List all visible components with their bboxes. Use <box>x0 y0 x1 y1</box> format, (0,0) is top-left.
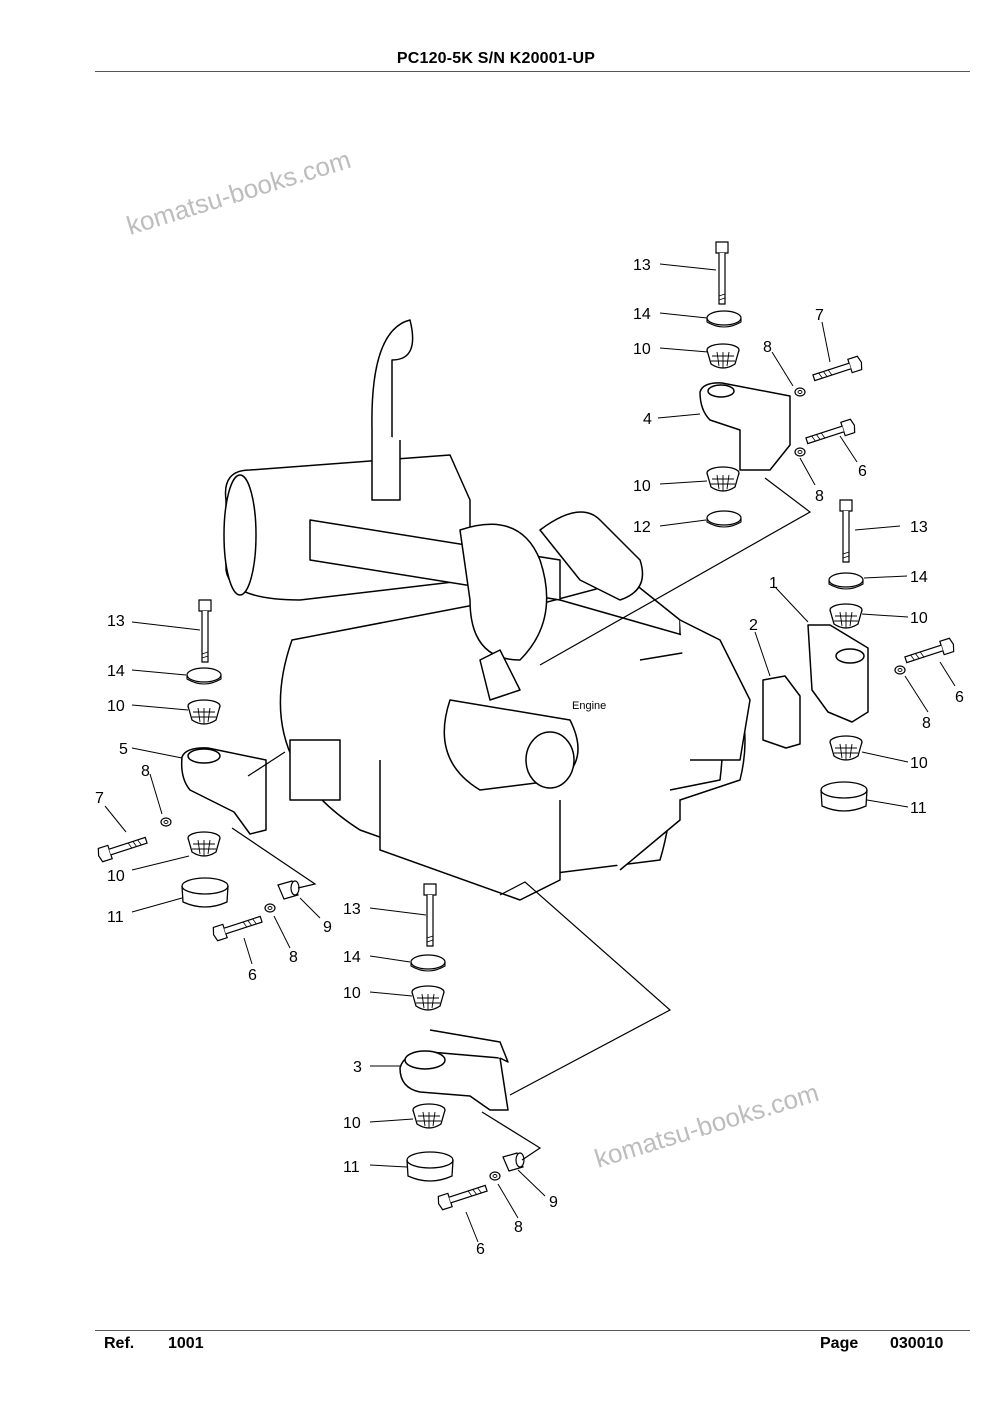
collar-9-icon <box>277 880 300 900</box>
engine-drawing <box>223 319 751 901</box>
callout-label: 8 <box>514 1219 523 1236</box>
callout-label: 1 <box>769 575 778 592</box>
page-title: PC120-5K S/N K20001-UP <box>396 50 596 67</box>
callout-label: 6 <box>248 967 257 984</box>
washer-14-icon <box>186 667 222 685</box>
page-label: Page <box>820 1335 859 1352</box>
washer-8-icon <box>794 387 806 397</box>
callout-label: 13 <box>633 257 651 274</box>
callout-label: 8 <box>922 715 931 732</box>
washer-8-icon <box>894 665 906 675</box>
watermark: komatsu-books.com <box>123 144 354 241</box>
callout-label: 10 <box>343 1115 361 1132</box>
bolt-13-icon <box>839 499 853 563</box>
callout-label: 9 <box>549 1194 558 1211</box>
cup-11-icon <box>406 1151 454 1182</box>
mount-10-icon <box>187 831 221 857</box>
bolt-13-icon <box>198 599 212 663</box>
callout-label: 13 <box>107 613 125 630</box>
callout-label: 5 <box>119 741 128 758</box>
callout-label: 14 <box>343 949 361 966</box>
page-number: 030010 <box>890 1335 944 1352</box>
plate-2 <box>762 675 801 749</box>
callout-label: 13 <box>343 901 361 918</box>
mount-10-icon <box>829 603 863 629</box>
mount-10-icon <box>829 735 863 761</box>
callout-label: 10 <box>107 698 125 715</box>
callout-label: 6 <box>858 463 867 480</box>
collar-9-icon <box>502 1152 525 1172</box>
mount-10-icon <box>411 985 445 1011</box>
washer-14-icon <box>706 310 742 328</box>
bracket-5 <box>180 747 267 835</box>
washer-12-icon <box>706 510 742 528</box>
callout-label: 11 <box>910 800 927 817</box>
footer-rule <box>95 1330 970 1331</box>
mount-10-icon <box>187 699 221 725</box>
bracket-3 <box>399 1029 509 1111</box>
cup-11-icon <box>181 877 229 908</box>
callout-label: 14 <box>633 306 651 323</box>
bracket-1 <box>807 624 869 723</box>
bracket-4 <box>699 382 791 471</box>
callout-label: 8 <box>815 488 824 505</box>
leader-lines <box>104 263 956 1243</box>
callout-label: 10 <box>107 868 125 885</box>
callout-label: 7 <box>95 790 104 807</box>
washer-14-icon <box>828 572 864 590</box>
washer-8-icon <box>160 817 172 827</box>
bolt-13-icon <box>715 241 729 305</box>
mount-10-icon <box>412 1103 446 1129</box>
callout-label: 8 <box>141 763 150 780</box>
cup-11-icon <box>820 781 868 812</box>
callout-label: 6 <box>476 1241 485 1258</box>
callout-label: 6 <box>955 689 964 706</box>
callout-label: 13 <box>910 519 928 536</box>
callout-label: 14 <box>107 663 125 680</box>
bolt-7-icon <box>95 832 149 863</box>
callout-label: 4 <box>643 411 652 428</box>
engine-label: Engine <box>572 700 606 712</box>
assembly-lines <box>231 477 812 1161</box>
callout-label: 14 <box>910 569 928 586</box>
bolt-6-icon <box>903 637 957 668</box>
callout-label: 9 <box>323 919 332 936</box>
callout-label: 11 <box>107 909 124 926</box>
callout-label: 10 <box>633 341 651 358</box>
bolt-6-icon <box>210 911 264 942</box>
callout-label: 2 <box>749 617 758 634</box>
callout-label: 8 <box>763 339 772 356</box>
callouts: 13 14 10 8 7 4 6 10 8 12 13 14 1 2 10 6 … <box>95 257 964 1258</box>
washer-8-icon <box>489 1171 501 1181</box>
mount-10-icon <box>706 343 740 369</box>
callout-label: 7 <box>815 307 824 324</box>
callout-label: 3 <box>353 1059 362 1076</box>
washer-14-icon <box>410 954 446 972</box>
callout-label: 10 <box>633 478 651 495</box>
washer-8-icon <box>264 903 276 913</box>
header-rule <box>95 71 970 72</box>
callout-label: 12 <box>633 519 651 536</box>
callout-label: 11 <box>343 1159 360 1176</box>
ref-value: 1001 <box>168 1335 204 1352</box>
bolt-6-icon <box>804 418 858 449</box>
callout-label: 10 <box>910 610 928 627</box>
callout-label: 10 <box>343 985 361 1002</box>
watermark: komatsu-books.com <box>591 1077 822 1174</box>
callout-label: 10 <box>910 755 928 772</box>
callout-label: 8 <box>289 949 298 966</box>
bolt-7-icon <box>811 355 865 386</box>
ref-label: Ref. <box>104 1335 135 1352</box>
washer-8-icon <box>794 447 806 457</box>
mount-10-icon <box>706 466 740 492</box>
bolt-6-icon <box>435 1180 489 1211</box>
